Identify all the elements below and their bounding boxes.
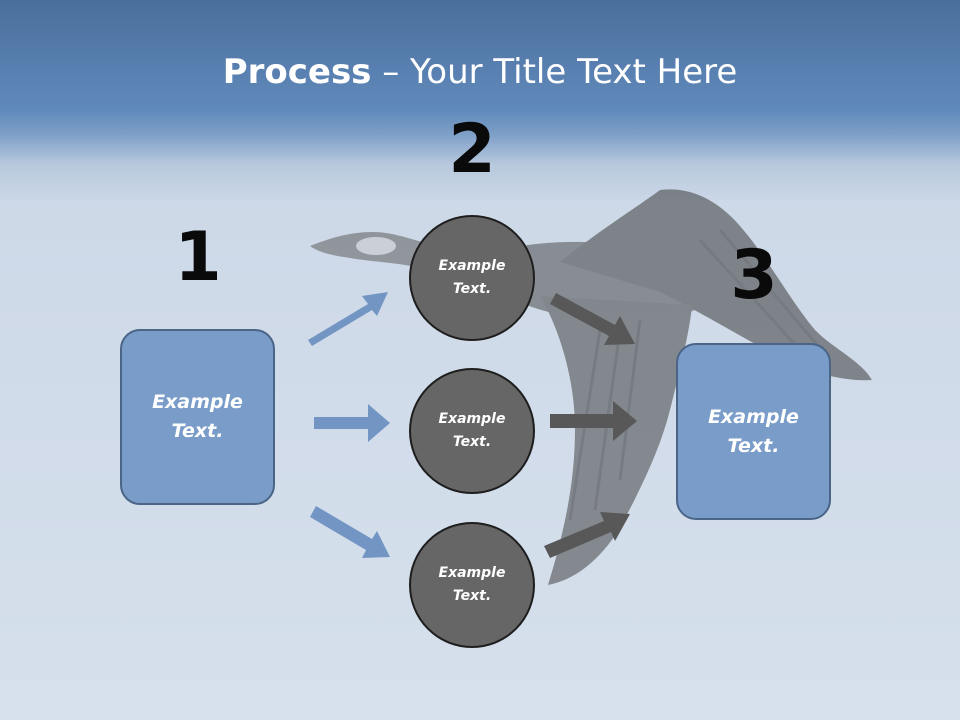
step-3-box: Example Text.	[676, 343, 831, 520]
arrow-top-to-3	[550, 293, 635, 345]
step-2-circle-middle: Example Text.	[409, 368, 535, 494]
title-bold: Process	[222, 52, 372, 92]
step-1-box: Example Text.	[120, 329, 275, 505]
arrow-1-to-top	[308, 292, 388, 346]
step-3-text: Example Text.	[708, 405, 799, 457]
step-2-circle-bottom: Example Text.	[409, 522, 535, 648]
title-rest: – Your Title Text Here	[371, 52, 738, 92]
step-3-number: 3	[730, 236, 778, 315]
step-2-number: 2	[448, 110, 496, 189]
circle-top-text: Example Text.	[438, 258, 506, 297]
step-2-circle-top: Example Text.	[409, 215, 535, 341]
slide-title: Process – Your Title Text Here	[0, 52, 960, 92]
arrow-1-to-middle	[314, 404, 390, 442]
arrow-1-to-bottom	[310, 506, 390, 558]
header-band	[0, 0, 960, 200]
step-1-number: 1	[174, 218, 222, 297]
circle-middle-text: Example Text.	[438, 411, 506, 450]
arrow-middle-to-3	[550, 401, 637, 441]
step-1-text: Example Text.	[152, 391, 243, 442]
arrow-bottom-to-3	[544, 512, 630, 558]
circle-bottom-text: Example Text.	[438, 565, 506, 604]
